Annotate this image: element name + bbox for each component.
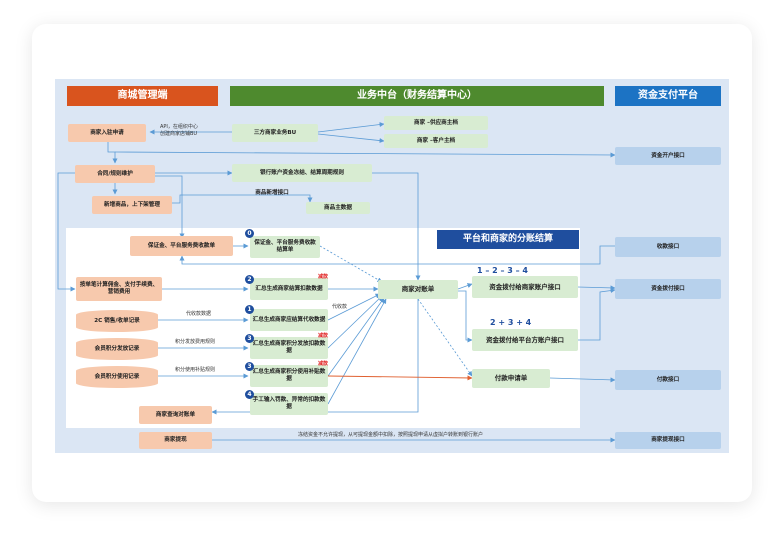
node-commission: 按单笔计算佣金、支付手续费、营销费用 [76, 277, 162, 301]
node-pay-platform: 资金拨付给平台方账户接口 [472, 329, 578, 351]
node-deposit-bill: 保证金、平台服务费收款结算单 [250, 236, 320, 258]
line-sum2-rec [327, 293, 381, 321]
deduct-mark-1: 减款 [318, 274, 329, 280]
line-points-to-pr [327, 375, 473, 381]
label-withdraw-note: 冻结资金不允许提现，从可提现金额中扣除，按照提现申请从虚拟户转账到银行账户 [298, 432, 484, 438]
node-sum-withhold: 汇总生成商家应结算代收数据 [250, 309, 328, 331]
node-sum-settle: 汇总生成商家结算扣款数据 [250, 278, 328, 300]
line-bu-supplier [317, 122, 385, 133]
line-bank-down [372, 172, 421, 281]
node-merchant-query: 商家查询对账单 [139, 406, 212, 424]
line-entry-contract [107, 142, 118, 164]
node-points-use-records: 会员积分使用记录 [76, 366, 158, 388]
node-reconcile: 商家对账单 [378, 280, 458, 299]
node-account-open: 资金开户接口 [615, 147, 721, 165]
line-sum4-rec [327, 297, 385, 377]
node-product-master: 商品主数据 [306, 202, 370, 214]
sequence-merchant: 1 – 2 – 3 – 4 [477, 266, 528, 275]
label-collect: 代收款 [332, 304, 348, 310]
node-withdraw: 商家提现 [139, 432, 212, 449]
line-pm-alloc [577, 285, 616, 291]
node-bank-freeze: 银行账户资金冻结、结算周期规则 [232, 164, 372, 182]
line-bu-customer [317, 133, 385, 144]
line-rec-pr-dashed [417, 298, 473, 377]
node-customer: 商家 –客户主档 [384, 134, 488, 148]
node-sales-records: 2C 销售/收单记录 [76, 310, 158, 332]
node-bu: 三方商家业务BU [232, 124, 318, 142]
header-pay: 资金支付平台 [615, 86, 721, 106]
node-points-issue-records: 会员积分发放记录 [76, 338, 158, 360]
badge-3-use: 3 [245, 362, 254, 371]
label-points-issue-rule: 积分发放费用规则 [175, 339, 216, 345]
node-merchant-entry: 商家入驻申请 [68, 124, 146, 142]
line-left-loop [57, 172, 76, 292]
node-allocation-api: 资金拨付接口 [615, 279, 721, 299]
node-pay-merchant: 资金拨付给商家账户接口 [472, 276, 578, 298]
line-pp-alloc [578, 288, 616, 341]
deduct-mark-3: 减款 [318, 361, 329, 367]
line-rec-pm [457, 283, 473, 290]
line-receipt-back [179, 245, 615, 265]
line-sum3-rec [327, 295, 383, 349]
label-api-line2: 创建商家店铺BU [160, 131, 198, 137]
badge-2-settle: 2 [245, 275, 254, 284]
line-pr-payapi [549, 377, 616, 383]
badge-1: 1 [245, 305, 254, 314]
label-api-line1: API，在组织中心 [160, 124, 198, 130]
node-sum-points-issue: 汇总生成商家积分发放扣款数据 [250, 337, 328, 359]
label-withhold-data: 代收款数据 [186, 311, 212, 317]
node-supplier: 商家 –供应商主档 [384, 116, 488, 130]
node-contract: 合同/规则维护 [75, 165, 155, 183]
node-withdraw-api: 商家提现接口 [615, 432, 721, 449]
line-contract-deposit [155, 175, 185, 239]
node-manual: 手工输入罚款、异常的扣款数据 [250, 393, 328, 415]
label-points-use-rule: 积分使用补贴规则 [175, 367, 216, 373]
header-mall: 商城管理端 [67, 86, 218, 106]
node-deposit: 保证金、平台服务费收款单 [130, 236, 233, 256]
line-to-account-open [114, 151, 616, 158]
node-sum-points-use: 汇总生成商家积分使用补贴数据 [250, 365, 328, 387]
header-platform: 平台和商家的分账结算 [437, 230, 579, 249]
node-product-api: 商品新增接口 [255, 189, 289, 196]
line-manual-rec [327, 298, 387, 405]
sequence-platform: 2 + 3 + 4 [490, 318, 532, 327]
node-receipt-api: 收款接口 [615, 237, 721, 257]
node-payment-api: 付款接口 [615, 370, 721, 390]
node-payment-request: 付款申请单 [472, 369, 550, 388]
badge-4: 4 [245, 390, 254, 399]
deduct-mark-2: 减款 [318, 333, 329, 339]
node-new-product: 新增商品，上下架管理 [92, 196, 172, 214]
header-middle: 业务中台（财务结算中心） [230, 86, 604, 106]
line-product-api [172, 194, 313, 204]
line-rec-pp [458, 290, 473, 343]
badge-3-issue: 3 [245, 334, 254, 343]
badge-0: 0 [245, 229, 254, 238]
